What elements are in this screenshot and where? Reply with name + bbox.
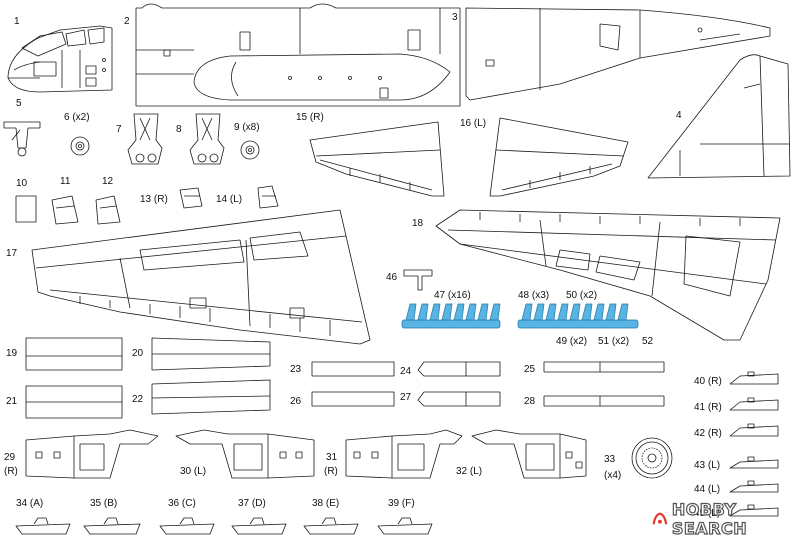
part-24 [417,361,501,377]
label-part-6: 6 (x2) [64,112,90,123]
label-part-7: 7 [116,124,122,135]
label-part-12: 12 [102,176,114,187]
part-2-fuselage [135,3,461,107]
part-14 [257,185,279,209]
label-part-33: 33 [604,454,616,465]
label-part-46: 46 [386,272,398,283]
part-20 [151,337,271,371]
part-22 [151,379,271,415]
label-part-43: 43 (L) [694,460,721,471]
part-19 [25,337,123,371]
label-part-35: 35 (B) [90,498,118,509]
part-28 [543,395,665,407]
part-10 [15,195,37,223]
label-part-22: 22 [132,394,144,405]
label-part-47: 47 (x16) [434,290,471,301]
label-part-34: 34 (A) [16,498,44,509]
label-part-45: 45 (L) [694,508,721,519]
part-47-sprue [401,303,501,329]
label-part-28: 28 [524,396,536,407]
label-part-21: 21 [6,396,18,407]
label-part-9: 9 (x8) [234,122,260,133]
part-31-nacelle [345,429,463,479]
part-7-gear [127,113,163,165]
label-part-20: 20 [132,348,144,359]
label-part-41: 41 (R) [694,402,722,413]
part-6-wheel [70,136,90,156]
part-30-nacelle [175,429,315,479]
part-16-wing [489,117,629,197]
part-9-wheel [240,140,260,160]
label-part-10: 10 [16,178,28,189]
part-15-wing [309,121,445,197]
label-part-1: 1 [14,16,20,27]
label-part-49: 49 (x2) [556,336,588,347]
part-48-52-sprue [517,303,639,329]
part-33-engine-face [631,437,673,479]
label-part-3: 3 [452,12,458,23]
label-part-14: 14 (L) [216,194,243,205]
part-8-gear [189,113,225,165]
label-part-32: 32 (L) [456,466,483,477]
label-part-17: 17 [6,248,18,259]
label-part-31: 31 [326,452,338,463]
label-part-39: 39 (F) [388,498,415,509]
label-part-29-side: (R) [4,466,18,477]
hobby-search-logo-icon [652,512,668,525]
label-part-16: 16 (L) [460,118,487,129]
label-part-8: 8 [176,124,182,135]
label-part-50: 50 (x2) [566,290,598,301]
part-32-nacelle [471,429,587,479]
label-part-31-side: (R) [324,466,338,477]
part-26 [311,391,395,407]
label-part-33-qty: (x4) [604,470,622,481]
part-11 [51,195,79,225]
label-part-19: 19 [6,348,18,359]
label-part-30: 30 (L) [180,466,207,477]
label-part-38: 38 (E) [312,498,340,509]
label-part-25: 25 [524,364,536,375]
part-5-bracket [3,121,41,157]
part-23 [311,361,395,377]
label-part-29: 29 [4,452,16,463]
watermark-logo: HOBBY SEARCH [652,499,800,539]
label-part-36: 36 (C) [168,498,196,509]
label-part-27: 27 [400,392,412,403]
label-part-40: 40 (R) [694,376,722,387]
label-part-37: 37 (D) [238,498,266,509]
watermark-text: HOBBY SEARCH [671,499,748,538]
part-17-wing [31,209,371,345]
part-29-nacelle [25,429,159,479]
part-18-wing [435,209,781,341]
label-part-24: 24 [400,366,412,377]
part-46 [403,269,433,291]
part-3-tailcone [465,7,771,101]
label-part-13: 13 (R) [140,194,168,205]
label-part-5: 5 [16,98,22,109]
part-4-fin [647,54,791,179]
part-34-39-fairings [15,517,433,535]
part-13 [179,187,203,209]
label-part-15: 15 (R) [296,112,324,123]
part-1-nose [7,25,113,93]
part-25 [543,361,665,373]
label-part-42: 42 (R) [694,428,722,439]
label-part-48: 48 (x3) [518,290,550,301]
label-part-44: 44 (L) [694,484,721,495]
label-part-51: 51 (x2) [598,336,630,347]
part-27 [417,391,501,407]
label-part-23: 23 [290,364,302,375]
label-part-26: 26 [290,396,302,407]
label-part-11: 11 [60,176,71,187]
label-part-4: 4 [676,110,682,121]
label-part-52: 52 [642,336,654,347]
label-part-2: 2 [124,16,130,27]
part-12 [95,195,121,225]
label-part-18: 18 [412,218,424,229]
part-40-45-pylons [729,371,779,517]
